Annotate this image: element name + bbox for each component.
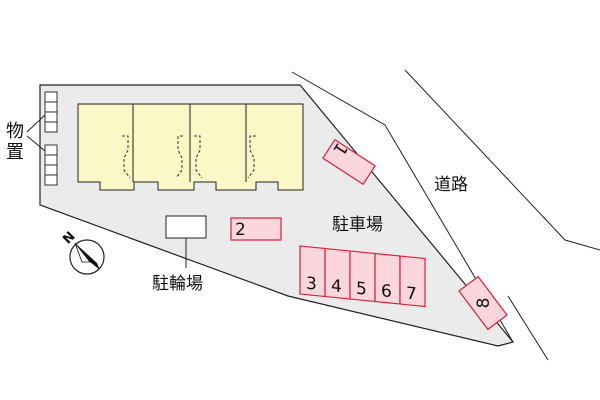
parking-label: 駐車場 — [332, 215, 383, 235]
parking-space-3-number: 3 — [306, 274, 317, 295]
north-arrow-light-half — [74, 242, 91, 263]
storage-box-1 — [44, 91, 58, 103]
north-arrow-needle — [75, 243, 100, 270]
road-edge-inner — [291, 71, 514, 343]
storage-box-5 — [44, 144, 58, 156]
parking-space-7: 7 — [399, 255, 426, 308]
parking-space-3: 3 — [299, 245, 326, 298]
road-label: 道路 — [434, 175, 468, 195]
storage-label-char-1: 物 — [6, 121, 24, 142]
parking-space-6-number: 6 — [381, 281, 392, 302]
parking-row-3-7: 3 4 5 6 7 — [299, 245, 426, 308]
stair-4 — [247, 135, 256, 179]
north-arrow: N — [60, 229, 105, 275]
parking-space-6: 6 — [374, 252, 401, 305]
road-edge-lower — [507, 295, 549, 361]
parking-space-5-number: 5 — [356, 279, 367, 300]
parking-space-4: 4 — [324, 247, 351, 300]
stair-3 — [194, 135, 203, 179]
bicycle-parking-label: 駐輪場 — [152, 274, 203, 294]
stair-1 — [122, 135, 131, 179]
stair-2 — [175, 135, 183, 179]
road-edge-outer — [404, 69, 600, 251]
storage-units — [44, 91, 58, 186]
storage-box-8 — [44, 174, 58, 186]
storage-box-2 — [44, 101, 58, 113]
parking-space-2-number: 2 — [235, 220, 246, 240]
storage-box-3 — [44, 111, 58, 123]
storage-box-7 — [44, 164, 58, 176]
storage-label-char-2: 置 — [6, 142, 24, 163]
parking-space-8: 8 — [458, 275, 508, 331]
storage-leader-lines — [26, 114, 46, 152]
parking-space-4-number: 4 — [331, 276, 342, 297]
parking-space-2: 2 — [230, 217, 282, 241]
parking-space-7-number: 7 — [406, 284, 417, 305]
parking-space-5: 5 — [349, 250, 376, 303]
parking-space-8-number: 8 — [474, 298, 494, 309]
apartment-building — [77, 103, 304, 191]
bicycle-parking-box — [165, 215, 207, 239]
storage-box-4 — [44, 121, 58, 133]
storage-box-6 — [44, 154, 58, 166]
